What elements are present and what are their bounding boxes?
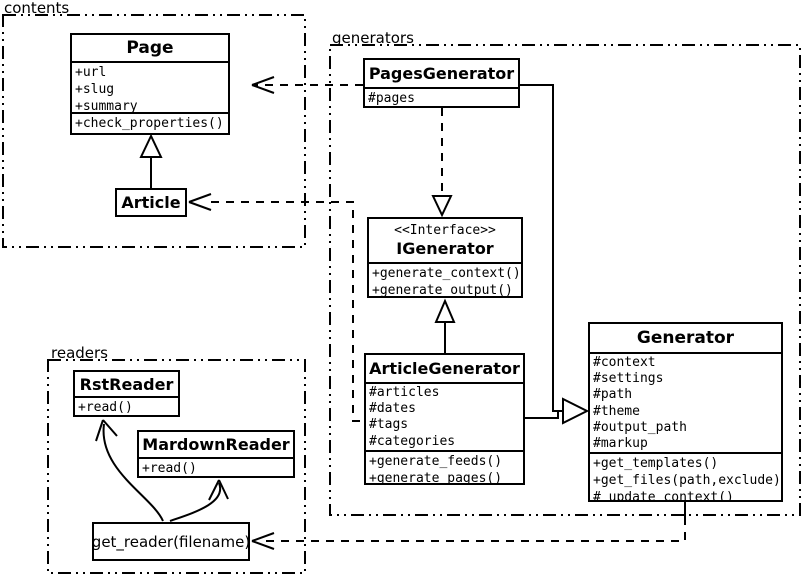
- class-article: Article: [115, 188, 187, 217]
- realization-pagesgenerator-to-igenerator: [431, 108, 453, 218]
- package-border-contents: [2, 14, 306, 248]
- dependency-pagesgenerator-to-page: [251, 76, 363, 94]
- method: +get_templates(): [593, 456, 719, 471]
- class-title-text: IGenerator: [396, 238, 494, 258]
- open-arrowhead-icon: [208, 479, 229, 501]
- attributes-compartment: #articles #dates #tags #categories: [366, 384, 523, 452]
- hollow-triangle-icon: [434, 298, 456, 323]
- attribute: #output_path: [593, 419, 687, 435]
- class-title: RstReader: [75, 372, 178, 398]
- dependency-articlegenerator-to-article: [188, 193, 363, 422]
- method: +read(): [78, 400, 133, 415]
- attribute: #tags: [369, 417, 409, 433]
- hollow-triangle-icon: [431, 195, 453, 218]
- method: +check_properties(): [75, 116, 224, 131]
- function-box-get-reader: get_reader(filename): [92, 522, 250, 561]
- class-title: Generator: [590, 324, 781, 354]
- attribute: #dates: [369, 401, 416, 417]
- attribute: #categories: [369, 433, 456, 449]
- package-label-contents: contents: [4, 0, 70, 17]
- class-generator: Generator #context #settings #path #them…: [588, 322, 783, 502]
- class-title: Article: [121, 193, 181, 212]
- open-arrowhead-icon: [251, 532, 275, 550]
- attribute: #markup: [593, 436, 648, 452]
- package-border-generators: [329, 44, 801, 516]
- package-label-readers: readers: [51, 344, 108, 362]
- call-getreader-to-mardownreader: [169, 479, 229, 522]
- methods-compartment: +read(): [139, 459, 293, 476]
- stereotype-label: <<Interface>>: [394, 222, 496, 238]
- methods-compartment: +generate_feeds() +generate_pages(): [366, 452, 523, 483]
- attribute: #context: [593, 355, 656, 370]
- call-getreader-to-rstreader: [95, 419, 164, 522]
- package-border-readers: [47, 359, 306, 574]
- generalization-articlegenerator-to-igenerator: [434, 298, 456, 353]
- class-rstreader: RstReader +read(): [73, 370, 180, 417]
- method: +generate_feeds(): [369, 454, 503, 469]
- attribute: +url: [75, 65, 107, 80]
- class-title: Page: [72, 35, 228, 63]
- attribute: #path: [593, 387, 633, 403]
- methods-compartment: +generate_context() +generate_output(): [369, 264, 521, 296]
- attribute: #articles: [369, 385, 440, 400]
- class-articlegenerator: ArticleGenerator #articles #dates #tags …: [364, 353, 525, 485]
- attributes-compartment: #pages: [365, 89, 518, 106]
- class-page: Page +url +slug +summary +check_properti…: [70, 33, 230, 135]
- attributes-compartment: #context #settings #path #theme #output_…: [590, 354, 781, 454]
- attributes-compartment: +url +slug +summary: [72, 63, 228, 114]
- class-title: <<Interface>> IGenerator: [369, 219, 521, 264]
- attribute: #settings: [593, 371, 664, 387]
- class-title: MardownReader: [139, 432, 293, 459]
- attribute: #theme: [593, 403, 640, 419]
- class-title: ArticleGenerator: [366, 355, 523, 384]
- attribute: +summary: [75, 99, 138, 114]
- method: +get_files(path,exclude): [593, 473, 781, 488]
- method: +generate_output(): [372, 283, 513, 296]
- attribute: +slug: [75, 82, 115, 97]
- open-arrowhead-icon: [95, 419, 118, 442]
- class-title: PagesGenerator: [365, 60, 518, 89]
- method: #_update_context(): [593, 490, 734, 500]
- method: +generate_context(): [372, 266, 521, 281]
- open-arrowhead-icon: [188, 193, 212, 211]
- methods-compartment: +read(): [75, 398, 178, 415]
- package-label-generators: generators: [332, 29, 414, 47]
- class-mardownreader: MardownReader +read(): [137, 430, 295, 478]
- hollow-triangle-icon: [139, 133, 163, 158]
- dependency-generator-to-getreader: [251, 502, 686, 550]
- methods-compartment: +check_properties(): [72, 114, 228, 133]
- method: +read(): [142, 461, 197, 476]
- hollow-triangle-icon: [562, 397, 590, 425]
- generalization-article-to-page: [139, 133, 163, 188]
- generalization-generators-to-generator: [518, 84, 590, 425]
- method: +generate_pages(): [369, 471, 503, 483]
- attribute: #pages: [368, 91, 415, 106]
- methods-compartment: +get_templates() +get_files(path,exclude…: [590, 454, 781, 500]
- open-arrowhead-icon: [251, 76, 275, 94]
- class-pagesgenerator: PagesGenerator #pages: [363, 58, 520, 108]
- class-igenerator: <<Interface>> IGenerator +generate_conte…: [367, 217, 523, 298]
